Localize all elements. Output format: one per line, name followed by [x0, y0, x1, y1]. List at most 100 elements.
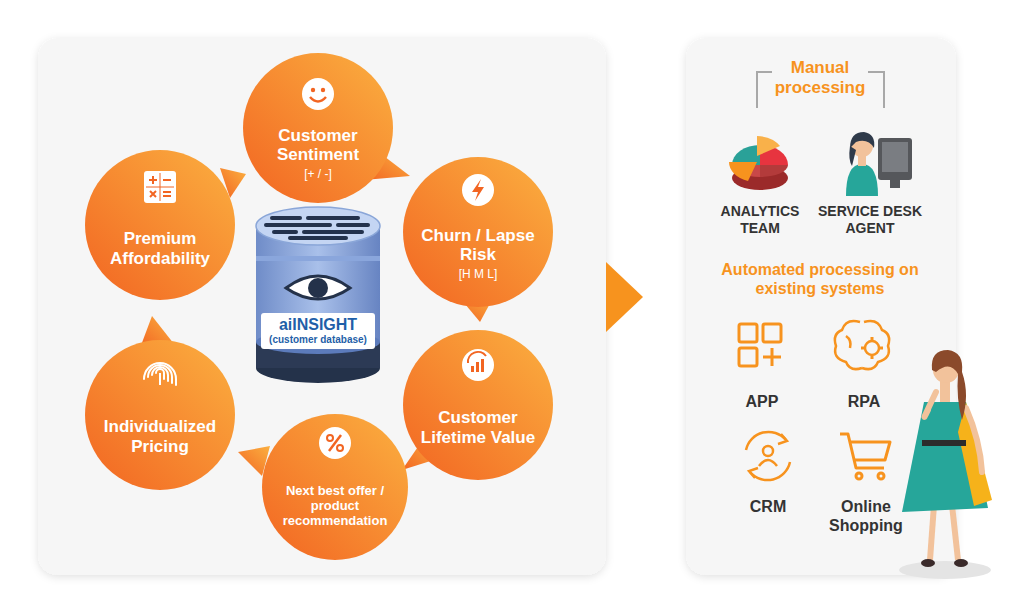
woman-figure: [924, 392, 936, 417]
panel: [38, 38, 606, 575]
database-name: aiINSIGHT: [269, 316, 367, 334]
bubble-icon: [302, 78, 334, 110]
icon-stroke: [310, 97, 326, 102]
system-label: RPA: [829, 392, 899, 411]
bubble-icon: [144, 171, 176, 203]
icon-stroke: [302, 78, 334, 110]
icon-stroke: [462, 349, 494, 381]
system-label: Online Shopping: [818, 497, 914, 535]
icon-stroke: [329, 435, 341, 451]
icon-stroke: [319, 427, 351, 459]
group-heading: Manual processing: [765, 58, 875, 99]
icon-stroke: [321, 88, 325, 92]
bubble-circle: Premium Affordability: [85, 150, 235, 300]
woman-figure: [940, 380, 950, 402]
icon-stroke: [468, 352, 486, 363]
pie-chart-icon: [729, 136, 788, 190]
bubble-icon: [462, 174, 494, 206]
rpa-icon: [862, 321, 889, 369]
database-cylinder: [290, 236, 346, 240]
bubble-title: Individualized Pricing: [91, 417, 229, 456]
role-label: ANALYTICS TEAM: [705, 203, 815, 237]
system-label: APP: [727, 392, 797, 411]
bracket-line: [868, 72, 884, 108]
pie-chart-icon: [729, 162, 757, 181]
database-cylinder: [274, 230, 296, 234]
database-cylinder: [272, 216, 300, 220]
rpa-icon: [846, 336, 851, 348]
bubble-fill: [403, 330, 553, 480]
woman-figure: [952, 505, 958, 560]
icon-stroke: [146, 187, 174, 188]
rpa-icon: [871, 337, 874, 340]
database-label-box: aiINSIGHT(customer database): [261, 313, 375, 349]
shopping-cart-icon: [840, 434, 890, 479]
crm-icon: [750, 462, 790, 480]
rpa-icon: [871, 356, 874, 359]
rpa-icon: [865, 341, 879, 355]
app-icon: [739, 324, 757, 342]
system-label: CRM: [733, 497, 803, 516]
bubble-shape: [85, 150, 235, 300]
woman-figure: [966, 408, 982, 472]
rpa-icon: [835, 321, 889, 369]
crm-icon: [763, 446, 773, 456]
bubble-fill: [403, 157, 553, 307]
database-cylinder: [304, 230, 362, 234]
bubble-title: Premium Affordability: [93, 229, 227, 268]
pie-chart-icon: [760, 165, 788, 177]
role-label: SERVICE DESK AGENT: [812, 203, 928, 237]
bubble-title: Next best offer / product recommendation: [277, 484, 393, 529]
bubble-fill: [243, 53, 393, 203]
bubble-icon: [319, 427, 351, 459]
bubble-fill: [85, 150, 235, 300]
database-cylinder: [266, 218, 368, 238]
rpa-icon: [880, 347, 883, 350]
rpa-icon: [861, 337, 883, 359]
shopping-cart-icon: [878, 473, 884, 479]
bubble-circle: Next best offer / product recommendation: [262, 414, 408, 560]
icon-stroke: [144, 171, 176, 203]
agent-icon: [882, 142, 908, 172]
icon-stroke: [337, 445, 343, 451]
crm-icon: [778, 434, 787, 444]
database-cylinder: [286, 276, 350, 299]
bubble-title: Customer Sentiment: [257, 126, 379, 165]
bubble-fill: [85, 340, 235, 490]
database-name: (customer database): [269, 334, 367, 346]
group-heading: Automated processing on existing systems: [702, 260, 938, 298]
flow-arrow: [606, 262, 643, 332]
bubble-circle: Customer Sentiment[+ / -]: [243, 53, 393, 203]
woman-figure: [899, 561, 991, 579]
agent-icon: [890, 180, 900, 188]
bubble-title: Customer Lifetime Value: [419, 408, 537, 447]
icon-stroke: [476, 362, 479, 372]
bubble-icon: [462, 349, 494, 381]
icon-stroke: [159, 373, 161, 385]
woman-figure: [932, 350, 966, 420]
icon-stroke: [462, 174, 494, 206]
icon-stroke: [311, 88, 315, 92]
bubble-icon: [144, 363, 176, 385]
icon-stroke: [144, 363, 176, 385]
woman-figure: [930, 505, 934, 560]
crm-icon: [746, 432, 790, 480]
agent-icon: [846, 164, 878, 196]
database-cylinder: [256, 207, 380, 383]
crm-icon: [759, 460, 777, 466]
icon-stroke: [472, 179, 484, 201]
shopping-cart-icon: [850, 442, 890, 460]
shopping-cart-icon: [856, 473, 862, 479]
agent-icon: [846, 132, 912, 196]
crm-icon: [749, 468, 758, 478]
bubble-fill: [262, 414, 408, 560]
bracket-line: [757, 72, 772, 108]
woman-figure: [922, 440, 966, 446]
app-icon: [763, 356, 781, 359]
bubble-circle: Customer Lifetime Value: [403, 330, 553, 480]
flow-arrow: [606, 262, 643, 332]
app-icon: [739, 324, 781, 366]
shopping-cart-icon: [840, 434, 884, 468]
panel: [38, 38, 956, 575]
bubble-shape: [85, 340, 235, 490]
